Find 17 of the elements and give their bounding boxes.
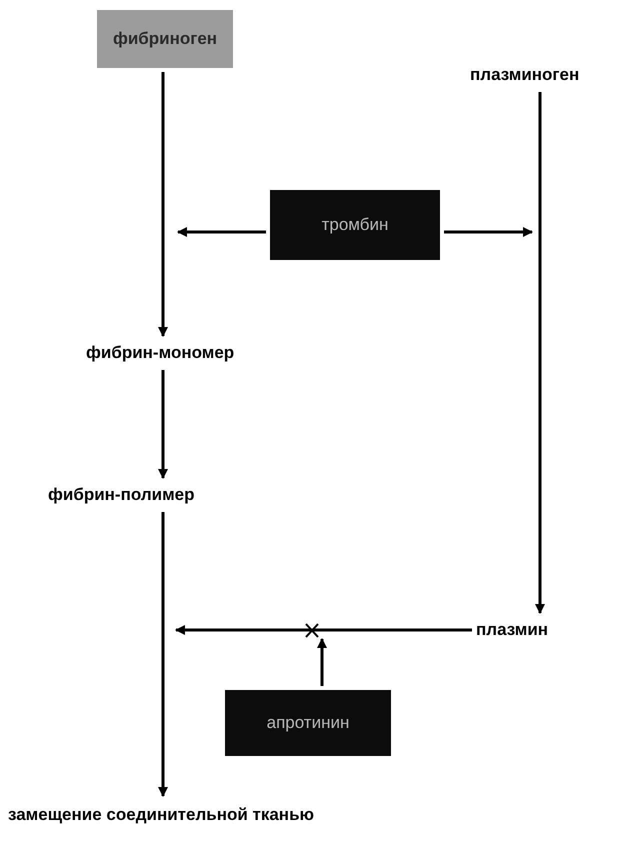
shaded-box: фибриноген [97, 10, 233, 68]
arrow [444, 227, 533, 237]
node-label: замещение соединительной тканью [8, 800, 353, 830]
node-label: плазмин [476, 617, 582, 643]
node-label: фибрин-мономер [86, 340, 276, 366]
arrow [158, 72, 168, 337]
dark-box: апротинин [225, 690, 391, 756]
arrow [535, 92, 545, 614]
arrow [177, 227, 266, 237]
arrow [175, 625, 472, 635]
arrow [158, 370, 168, 479]
node-label: фибрин-полимер [48, 482, 228, 508]
node-label: плазминоген [470, 62, 634, 88]
arrow [317, 638, 327, 686]
inhibition-mark [305, 623, 319, 638]
arrow [158, 512, 168, 797]
dark-box: тромбин [270, 190, 440, 260]
